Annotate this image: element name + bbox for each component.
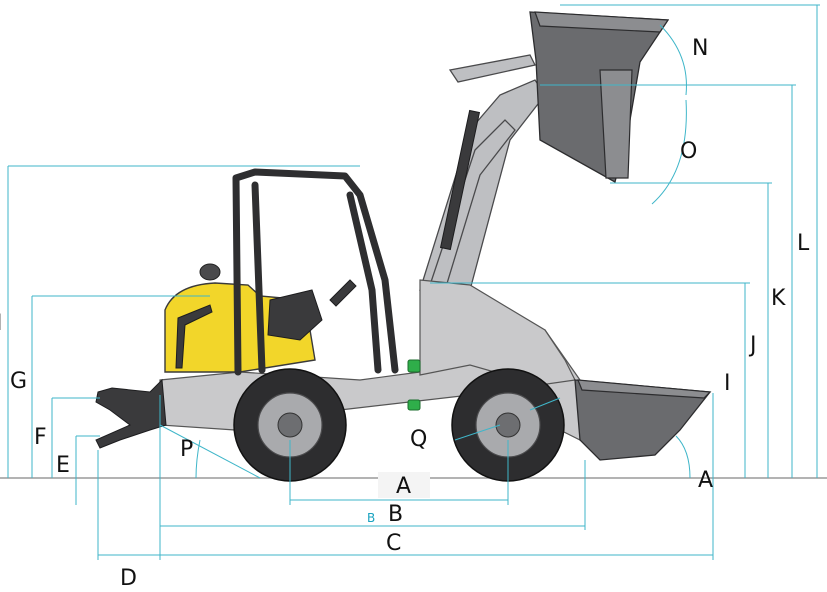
hood-grille [175,304,213,369]
label-f: F [34,425,47,450]
dimension-labels: A A B B C D E F G I I J K L N O P Q [0,36,810,591]
seat [267,289,323,341]
rear-hitch [95,378,167,449]
label-b-small: B [367,511,375,525]
lowered-bucket [574,379,712,461]
hydraulic-coupler-top [407,359,421,373]
dimension-lines [7,4,820,560]
cab-pillar-front [346,191,382,374]
label-e: E [56,453,70,478]
label-n: N [692,36,708,61]
label-g: G [10,369,27,394]
tilt-linkage [448,54,536,83]
label-a-wheelbase: A [396,474,411,499]
raised-bucket [529,11,670,183]
label-c: C [386,531,401,556]
hydraulic-coupler-bottom [407,399,421,411]
label-q: Q [410,427,427,452]
label-h: I [0,311,3,336]
label-l: L [797,231,810,256]
wheel-loader [95,11,712,482]
label-o: O [680,139,697,164]
cab-pillar-mid [251,181,266,374]
label-d: D [120,566,137,591]
label-a-angle: A [698,468,713,493]
front-wheel [451,368,565,482]
exhaust-cap [199,263,221,281]
steering-wheel [329,279,357,307]
label-j: J [748,333,757,358]
label-p: P [180,437,193,462]
rear-wheel [233,368,347,482]
label-a-backdrop [378,472,430,498]
cab-frame [232,168,399,376]
label-i: I [724,371,731,396]
lift-cylinder [439,109,481,251]
label-k: K [771,286,786,311]
label-b: B [388,502,403,527]
